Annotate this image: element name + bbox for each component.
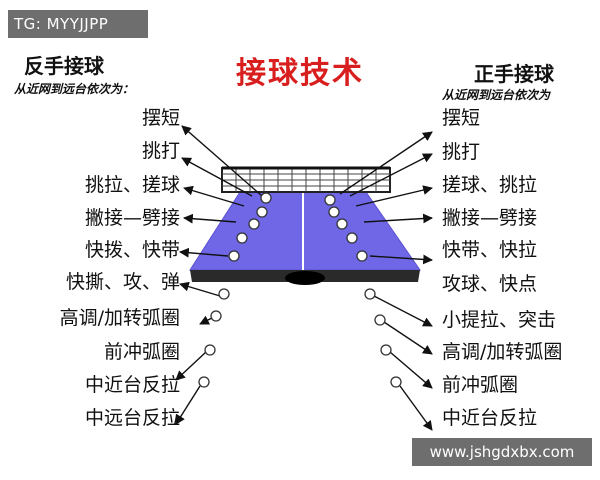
ball-marker [374, 314, 386, 326]
arrow-line [181, 125, 263, 197]
ball-marker [204, 344, 216, 356]
ball-marker [380, 344, 392, 356]
ball-marker [356, 250, 368, 262]
right-arrows [339, 131, 433, 431]
ball-marker [248, 218, 260, 230]
ball-marker [336, 218, 348, 230]
ball-marker [390, 376, 402, 388]
ball-marker [260, 192, 272, 204]
arrow-line [183, 185, 245, 207]
arrow-line [369, 254, 433, 265]
ball-marker [324, 194, 336, 206]
arrow-line [179, 281, 221, 297]
left-arrows [175, 125, 263, 425]
ball-marker [198, 376, 210, 388]
ball-marker [346, 232, 358, 244]
right-subheading: 从近网到远台依次为 [442, 88, 551, 102]
arrow-line [339, 131, 433, 195]
ball-marker [210, 310, 222, 322]
arrow-line [175, 385, 201, 425]
arrow-line [355, 185, 433, 207]
left-subheading: 从近网到远台依次为： [14, 82, 135, 96]
watermark-site: www.jshgdxbx.com [412, 438, 592, 466]
arrow-line [181, 157, 253, 197]
ball-marker [218, 288, 230, 300]
arrow-line [399, 385, 433, 431]
arrow-line [383, 321, 433, 355]
balls [198, 192, 402, 388]
ball-marker [236, 232, 248, 244]
right-heading: 正手接球 [474, 62, 554, 86]
arrow-line [389, 351, 433, 389]
watermark-tg: TG: MYYJJPP [8, 10, 148, 38]
table-leg [285, 271, 325, 285]
arrow-line [175, 351, 207, 381]
ball-marker [364, 288, 376, 300]
table-surface [189, 191, 421, 271]
arrow-line [183, 213, 237, 224]
arrow-line [373, 295, 433, 327]
ball-marker [228, 250, 240, 262]
arrow-line [349, 153, 433, 197]
arrow-line [179, 247, 229, 258]
diagram-title: 接球技术 [236, 56, 364, 91]
ball-marker [328, 206, 340, 218]
left-heading: 反手接球 [24, 54, 104, 78]
ball-marker [256, 206, 268, 218]
arrow-line [199, 315, 213, 325]
arrow-line [363, 213, 433, 224]
